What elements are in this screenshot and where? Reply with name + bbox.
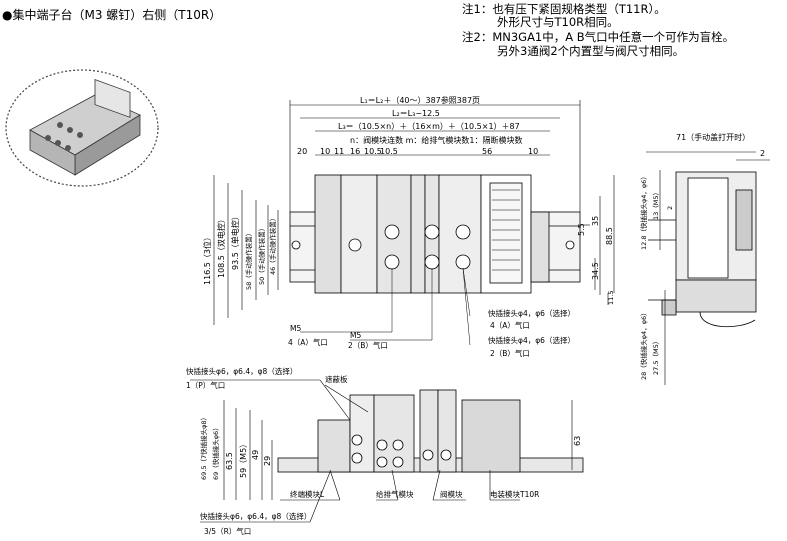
dim-l1: L₁＝L₂＋（40〜）387参照387页 xyxy=(360,95,480,105)
dim-50: 50（手动操作装置） xyxy=(257,225,266,285)
fitting-bottom: 快插接头φ6，φ6.4，φ8（选择） xyxy=(200,511,311,521)
dim-nm: n：阀模块连数 m：给排气模块数1：隔断模块数 xyxy=(350,135,523,145)
valve-block-label: 阀模块 xyxy=(440,489,463,499)
note-2: 注2：MN3GA1中，A B气口中任意一个可作为盲栓。 xyxy=(462,30,735,44)
dim-27-5: 27.5（M5） xyxy=(652,338,660,375)
dim-5-5: 5.5 xyxy=(577,223,586,236)
note-2-line-2: 另外3通阀2个内置型与阀尺寸相同。 xyxy=(497,44,685,58)
supply-block-label: 给排气模块 xyxy=(376,489,414,499)
dim-34-5: 34.5 xyxy=(591,262,600,280)
dim-93-5: 93.5（单电控） xyxy=(230,212,240,270)
end-block-label: 终端模块L xyxy=(290,489,325,499)
page-title: ●集中端子台（M3 螺钉）右侧（T10R） xyxy=(2,8,222,22)
elec-block-label: 电装模块T10R xyxy=(490,489,539,499)
dim-71: 71（手动盖打开时） xyxy=(676,132,750,142)
m5-label-a: M5 xyxy=(290,324,301,333)
m5-port-a: 4（A）气口 xyxy=(288,337,328,347)
fitting-top: 快插接头φ6，φ6.4，φ8（选择） xyxy=(186,366,297,376)
dim-10-5-b: 10.5 xyxy=(380,147,398,156)
dim-63: 63 xyxy=(573,436,582,446)
dim-10: 10 xyxy=(320,147,330,156)
side-view xyxy=(648,171,757,328)
dim-116-5: 116.5（3位） xyxy=(202,233,212,285)
fitting-4-a: 快插接头φ4，φ6（选择） xyxy=(488,308,575,318)
product-illustration xyxy=(5,69,159,187)
side-view-dimensions xyxy=(646,151,770,385)
dim-69-5: 69.5（7快插接头φ8） xyxy=(199,414,208,480)
dim-63-5: 63.5 xyxy=(225,452,234,470)
dim-2-side: 2 xyxy=(760,149,765,158)
m5-port-b: 2（B）气口 xyxy=(348,340,388,350)
note-1: 注1：也有压下紧固规格类型（T11R）。 xyxy=(462,2,666,16)
dim-108-5: 108.5（双电控） xyxy=(216,215,226,278)
fitting-4-a-port: 4（A）气口 xyxy=(490,320,530,330)
dim-59: 59（M5） xyxy=(239,440,248,478)
fitting-bottom-port: 3/5（R）气口 xyxy=(204,526,251,536)
dim-l3: L₃＝（10.5×n）＋（16×m）＋（10.5×1）＋87 xyxy=(338,122,520,131)
dim-13: 13（M5） xyxy=(652,189,660,220)
front-view xyxy=(277,389,584,473)
dim-2-vert: 2 xyxy=(666,206,674,210)
dim-10-right: 10 xyxy=(528,147,538,156)
dim-28: 28（快插接头φ4，φ6） xyxy=(639,309,648,380)
fitting-4-b-port: 2（B）气口 xyxy=(490,348,530,358)
dim-20: 20 xyxy=(297,147,307,156)
dim-29: 29 xyxy=(263,456,272,466)
dim-46: 46（手动操作装置） xyxy=(268,215,277,275)
dim-49: 49 xyxy=(251,450,260,460)
front-view-dimensions xyxy=(190,379,573,523)
top-view-leaders xyxy=(300,267,471,346)
fitting-4-b: 快插接头φ4，φ6（选择） xyxy=(488,335,575,345)
top-view-dimensions xyxy=(213,100,615,325)
dim-88-5: 88.5 xyxy=(605,227,614,245)
fitting-top-port: 1（P）气口 xyxy=(186,380,225,390)
shield-plate-label: 遮蔽板 xyxy=(325,374,348,384)
top-view xyxy=(289,174,581,294)
m5-label-b: M5 xyxy=(350,331,361,340)
dim-10-5-a: 10.5 xyxy=(364,147,382,156)
dim-l2: L₂＝L₃−12.5 xyxy=(392,109,440,118)
dim-16: 16 xyxy=(350,147,360,156)
dim-69: 69（快插接头φ6） xyxy=(211,424,220,480)
dim-35: 35 xyxy=(591,216,600,226)
note-1-line-2: 外形尺寸与T10R相同。 xyxy=(497,15,619,29)
dim-11: 11 xyxy=(334,147,344,156)
dim-56: 56 xyxy=(482,147,492,156)
dim-11-5: 11.5 xyxy=(607,291,615,305)
dim-58: 58（手动操作装置） xyxy=(244,230,253,290)
dim-12-8: 12.8（快插接头φ4，φ6） xyxy=(639,173,648,250)
